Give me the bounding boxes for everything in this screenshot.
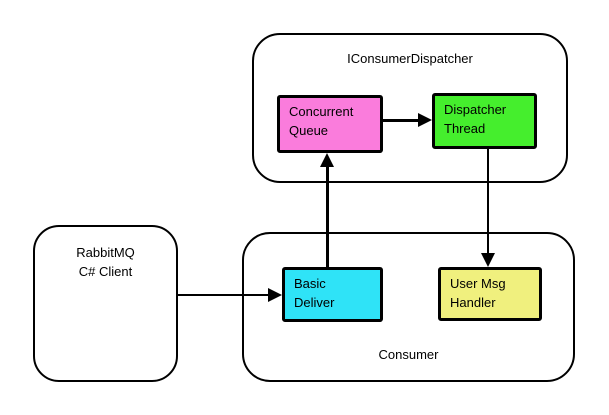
consumer-group-label: Consumer bbox=[378, 347, 439, 362]
edge-dispatcher-thread-to-user-msg-handler-arrowhead-icon bbox=[481, 253, 495, 267]
edge-client-to-basic-deliver-arrowhead-icon bbox=[268, 288, 282, 302]
edge-client-to-basic-deliver-line bbox=[178, 293, 270, 296]
rabbitmq-client-node: RabbitMQ C# Client bbox=[33, 225, 178, 382]
dispatcher-group-label: IConsumerDispatcher bbox=[347, 51, 473, 66]
basic-deliver-node: Basic Deliver bbox=[282, 267, 383, 322]
concurrent-queue-node: Concurrent Queue bbox=[277, 95, 383, 153]
user-msg-handler-node: User Msg Handler bbox=[438, 267, 542, 321]
edge-concurrent-queue-to-dispatcher-thread-arrowhead-icon bbox=[418, 113, 432, 127]
dispatcher-thread-node: Dispatcher Thread bbox=[432, 93, 537, 149]
edge-dispatcher-thread-to-user-msg-handler-line bbox=[486, 149, 489, 255]
edge-concurrent-queue-to-dispatcher-thread-line bbox=[383, 119, 420, 122]
edge-basic-deliver-to-concurrent-queue-arrowhead-icon bbox=[320, 153, 334, 167]
rabbitmq-client-label: RabbitMQ C# Client bbox=[76, 245, 135, 279]
edge-basic-deliver-to-concurrent-queue-line bbox=[326, 164, 329, 267]
